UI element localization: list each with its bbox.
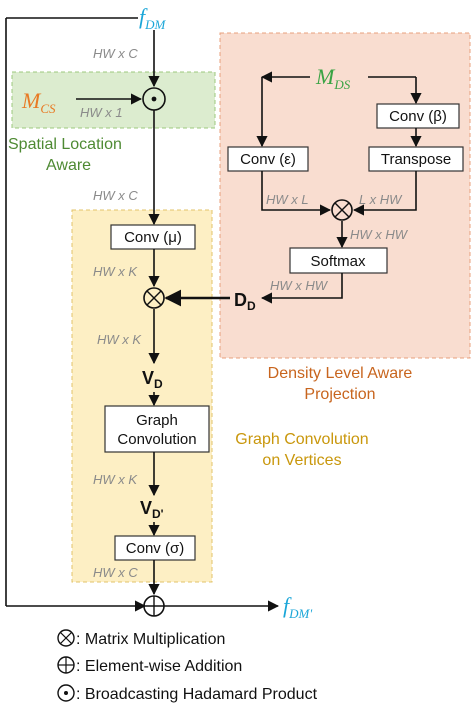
graph-region — [71, 209, 213, 583]
legend-add-text: : Element-wise Addition — [76, 658, 242, 675]
dim-softmax-out: HW x HW — [270, 278, 329, 293]
conv-eps-box — [227, 146, 309, 172]
conv-eps-label: Conv (ε) — [240, 151, 296, 168]
graph-conv-label-line2: Convolution — [117, 431, 196, 448]
conv-mu-label: Conv (μ) — [124, 229, 182, 246]
dim-after-mult: HW x K — [97, 332, 142, 347]
conv-beta-box — [376, 103, 460, 129]
legend-matmul-text: : Matrix Multiplication — [76, 631, 225, 648]
dim-eps-out: HW x L — [266, 192, 309, 207]
matmul-circle-main — [143, 287, 165, 309]
matmul-cross-density-b — [334, 202, 350, 218]
m-ds-label: MDS — [315, 64, 351, 92]
v-d-prime-vertices: VD' — [140, 498, 164, 521]
dim-top-hwc: HW x C — [93, 46, 138, 61]
softmax-label: Softmax — [310, 253, 366, 270]
dim-cs-hw1: HW x 1 — [80, 105, 123, 120]
graph-conv-box — [104, 405, 210, 453]
graph-region-label-line2: on Vertices — [262, 452, 341, 469]
spatial-label-line2: Aware — [46, 157, 91, 174]
dim-transpose-out: L x HW — [359, 192, 403, 207]
legend-matmul-icon — [57, 629, 75, 647]
spatial-label-line1: Spatial Location — [8, 136, 122, 153]
transpose-to-matmul-line — [352, 171, 417, 216]
dim-after-spatial: HW x C — [93, 188, 138, 203]
conv-beta-label: Conv (β) — [389, 108, 447, 125]
hadamard-dot — [151, 96, 157, 102]
eps-to-matmul-line — [261, 171, 332, 216]
dim-after-mu: HW x K — [93, 264, 138, 279]
legend-hadamard-text: : Broadcasting Hadamard Product — [76, 686, 318, 703]
input-f-dm: fDM — [139, 4, 167, 32]
dim-after-graph: HW x K — [93, 472, 138, 487]
transpose-box — [368, 146, 464, 172]
dim-matmul-out: HW x HW — [350, 227, 409, 242]
legend-matmul-icon-b — [60, 632, 72, 644]
graph-region-label-line1: Graph Convolution — [235, 431, 368, 448]
graph-conv-label-line1: Graph — [136, 412, 178, 429]
matmul-circle-density — [331, 199, 353, 221]
conv-sigma-label: Conv (σ) — [126, 540, 184, 557]
conv-mu-box — [110, 224, 196, 250]
output-f-dm-prime: fDM' — [283, 593, 312, 621]
input-m-cs: MCS — [21, 88, 56, 116]
conv-sigma-box — [114, 535, 196, 561]
spatial-region — [11, 71, 216, 129]
dim-after-sigma: HW x C — [93, 565, 138, 580]
v-d-vertices: VD — [142, 368, 163, 391]
softmax-box — [289, 247, 388, 274]
transpose-label: Transpose — [381, 151, 451, 168]
d-d-vector: DD — [234, 290, 256, 313]
softmax-to-dd-line — [260, 273, 343, 304]
density-label-line1: Density Level Aware — [268, 365, 413, 382]
legend-hadamard-dot — [64, 691, 68, 695]
legend-hadamard-icon — [57, 684, 75, 702]
density-label-line2: Projection — [304, 386, 375, 403]
matmul-cross-main-b — [146, 290, 162, 306]
